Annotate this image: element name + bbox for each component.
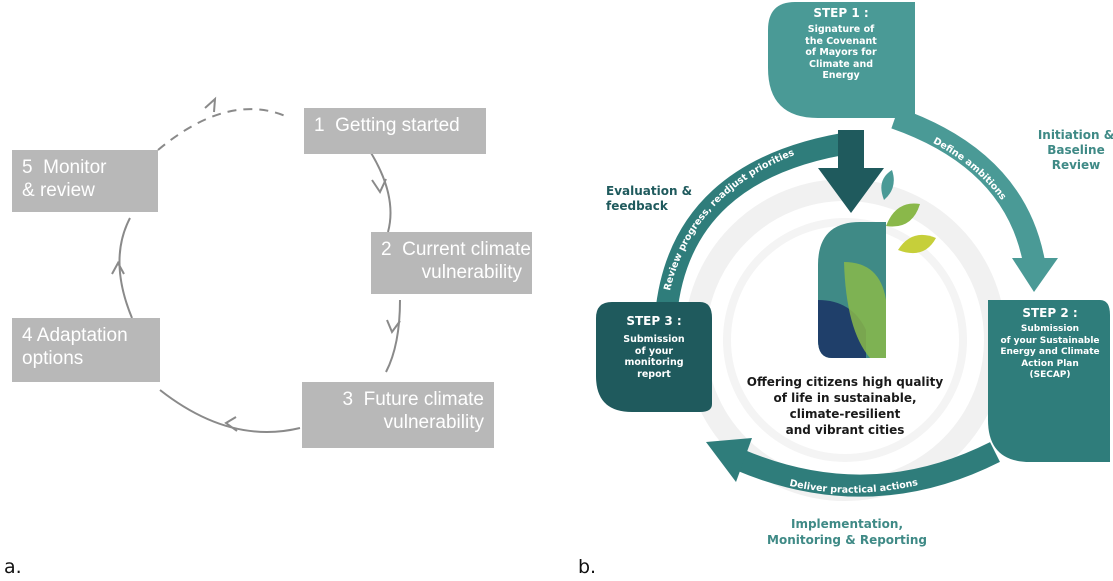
- inner-ring: [723, 218, 967, 462]
- arrowhead-define: [1012, 258, 1058, 292]
- step-3-box: STEP 3 : Submission of your monitoring r…: [596, 314, 712, 380]
- arrowhead: [371, 178, 387, 195]
- arrowhead: [386, 319, 401, 335]
- arrow-deliver-actions: [735, 442, 1000, 497]
- step-1-getting-started: 1 Getting started: [304, 108, 486, 154]
- step-3-future-climate-vulnerability: 3 Future climate vulnerability: [302, 382, 494, 448]
- step-label-line-1: 4 Adaptation: [22, 325, 128, 346]
- arrowhead-review: [818, 168, 884, 213]
- step-label: 1 Getting started: [314, 115, 460, 136]
- step-label-line-1: 3 Future climate: [342, 389, 485, 410]
- step-1-title: STEP 1 :: [813, 6, 869, 20]
- arrow-define-ambitions: [891, 107, 1045, 265]
- step-2-box: STEP 2 : Submission of your Sustainable …: [990, 306, 1110, 382]
- panel-b-label: b.: [578, 556, 597, 578]
- step-3-text: Submission of your monitoring report: [623, 334, 685, 380]
- step-label-line-2: vulnerability: [421, 262, 522, 283]
- panel-a-cycle-arrows: [111, 96, 401, 434]
- covenant-logo-icon: [818, 170, 936, 358]
- step-label-line-1: 5 Monitor: [22, 157, 107, 178]
- step-1-box: STEP 1 : Signature of the Covenant of Ma…: [770, 6, 912, 82]
- dashed-arc: [157, 108, 291, 151]
- step-1-text: Signature of the Covenant of Mayors for …: [805, 24, 877, 81]
- step-3-shape: [596, 302, 712, 412]
- panel-a-label: a.: [4, 556, 22, 578]
- arrowhead: [111, 260, 125, 275]
- step-2-shape: [988, 300, 1110, 462]
- step-1-shape: [768, 2, 915, 118]
- arrow-review-stem: [838, 130, 864, 170]
- step-5-monitor-review: 5 Monitor & review: [12, 150, 158, 212]
- step-2-current-climate-vulnerability: 2 Current climate vulnerability: [371, 232, 532, 294]
- arrowhead: [224, 416, 238, 432]
- phase-implementation-label: Implementation, Monitoring & Reporting: [767, 517, 927, 547]
- arrowhead: [204, 96, 217, 113]
- center-mission-text: Offering citizens high quality of life i…: [746, 375, 944, 437]
- phase-initiation-label: Initiation & Baseline Review: [1037, 128, 1113, 172]
- phase-evaluation-label: Evaluation & feedback: [606, 184, 693, 213]
- step-label-line-2: options: [22, 348, 84, 369]
- arrowhead-deliver: [706, 438, 752, 482]
- step-3-title: STEP 3 :: [626, 314, 682, 328]
- step-2-text: Submission of your Sustainable Energy an…: [1000, 324, 1100, 380]
- arrow-review-progress: [655, 131, 857, 317]
- step-2-title: STEP 2 :: [1022, 306, 1078, 320]
- step-4-adaptation-options: 4 Adaptation options: [12, 318, 160, 382]
- arc-1-2: [367, 147, 392, 233]
- arc-2-3: [385, 299, 401, 373]
- step-label-line-1: 2 Current climate: [381, 239, 531, 260]
- step-label-line-2: vulnerability: [383, 412, 484, 433]
- step-label-line-2: & review: [22, 180, 95, 201]
